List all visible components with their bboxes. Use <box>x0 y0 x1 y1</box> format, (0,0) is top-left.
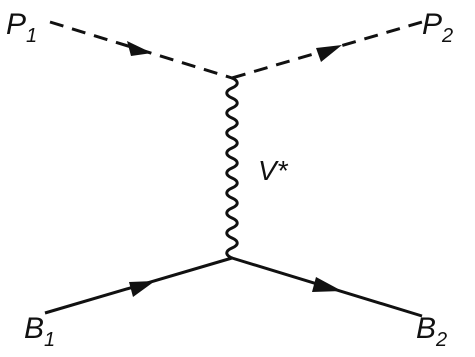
label-b1: B1 <box>24 312 55 351</box>
label-v-star: V* <box>258 155 289 186</box>
wavy-propagator-v <box>225 76 239 260</box>
label-b2: B2 <box>416 312 447 351</box>
arrow-p1-icon <box>127 41 152 56</box>
label-p1: P1 <box>6 8 37 47</box>
arrow-b1-icon <box>129 281 155 297</box>
label-p2: P2 <box>422 8 453 47</box>
arrow-p2-icon <box>316 45 342 62</box>
arrow-b2-icon <box>312 277 342 292</box>
